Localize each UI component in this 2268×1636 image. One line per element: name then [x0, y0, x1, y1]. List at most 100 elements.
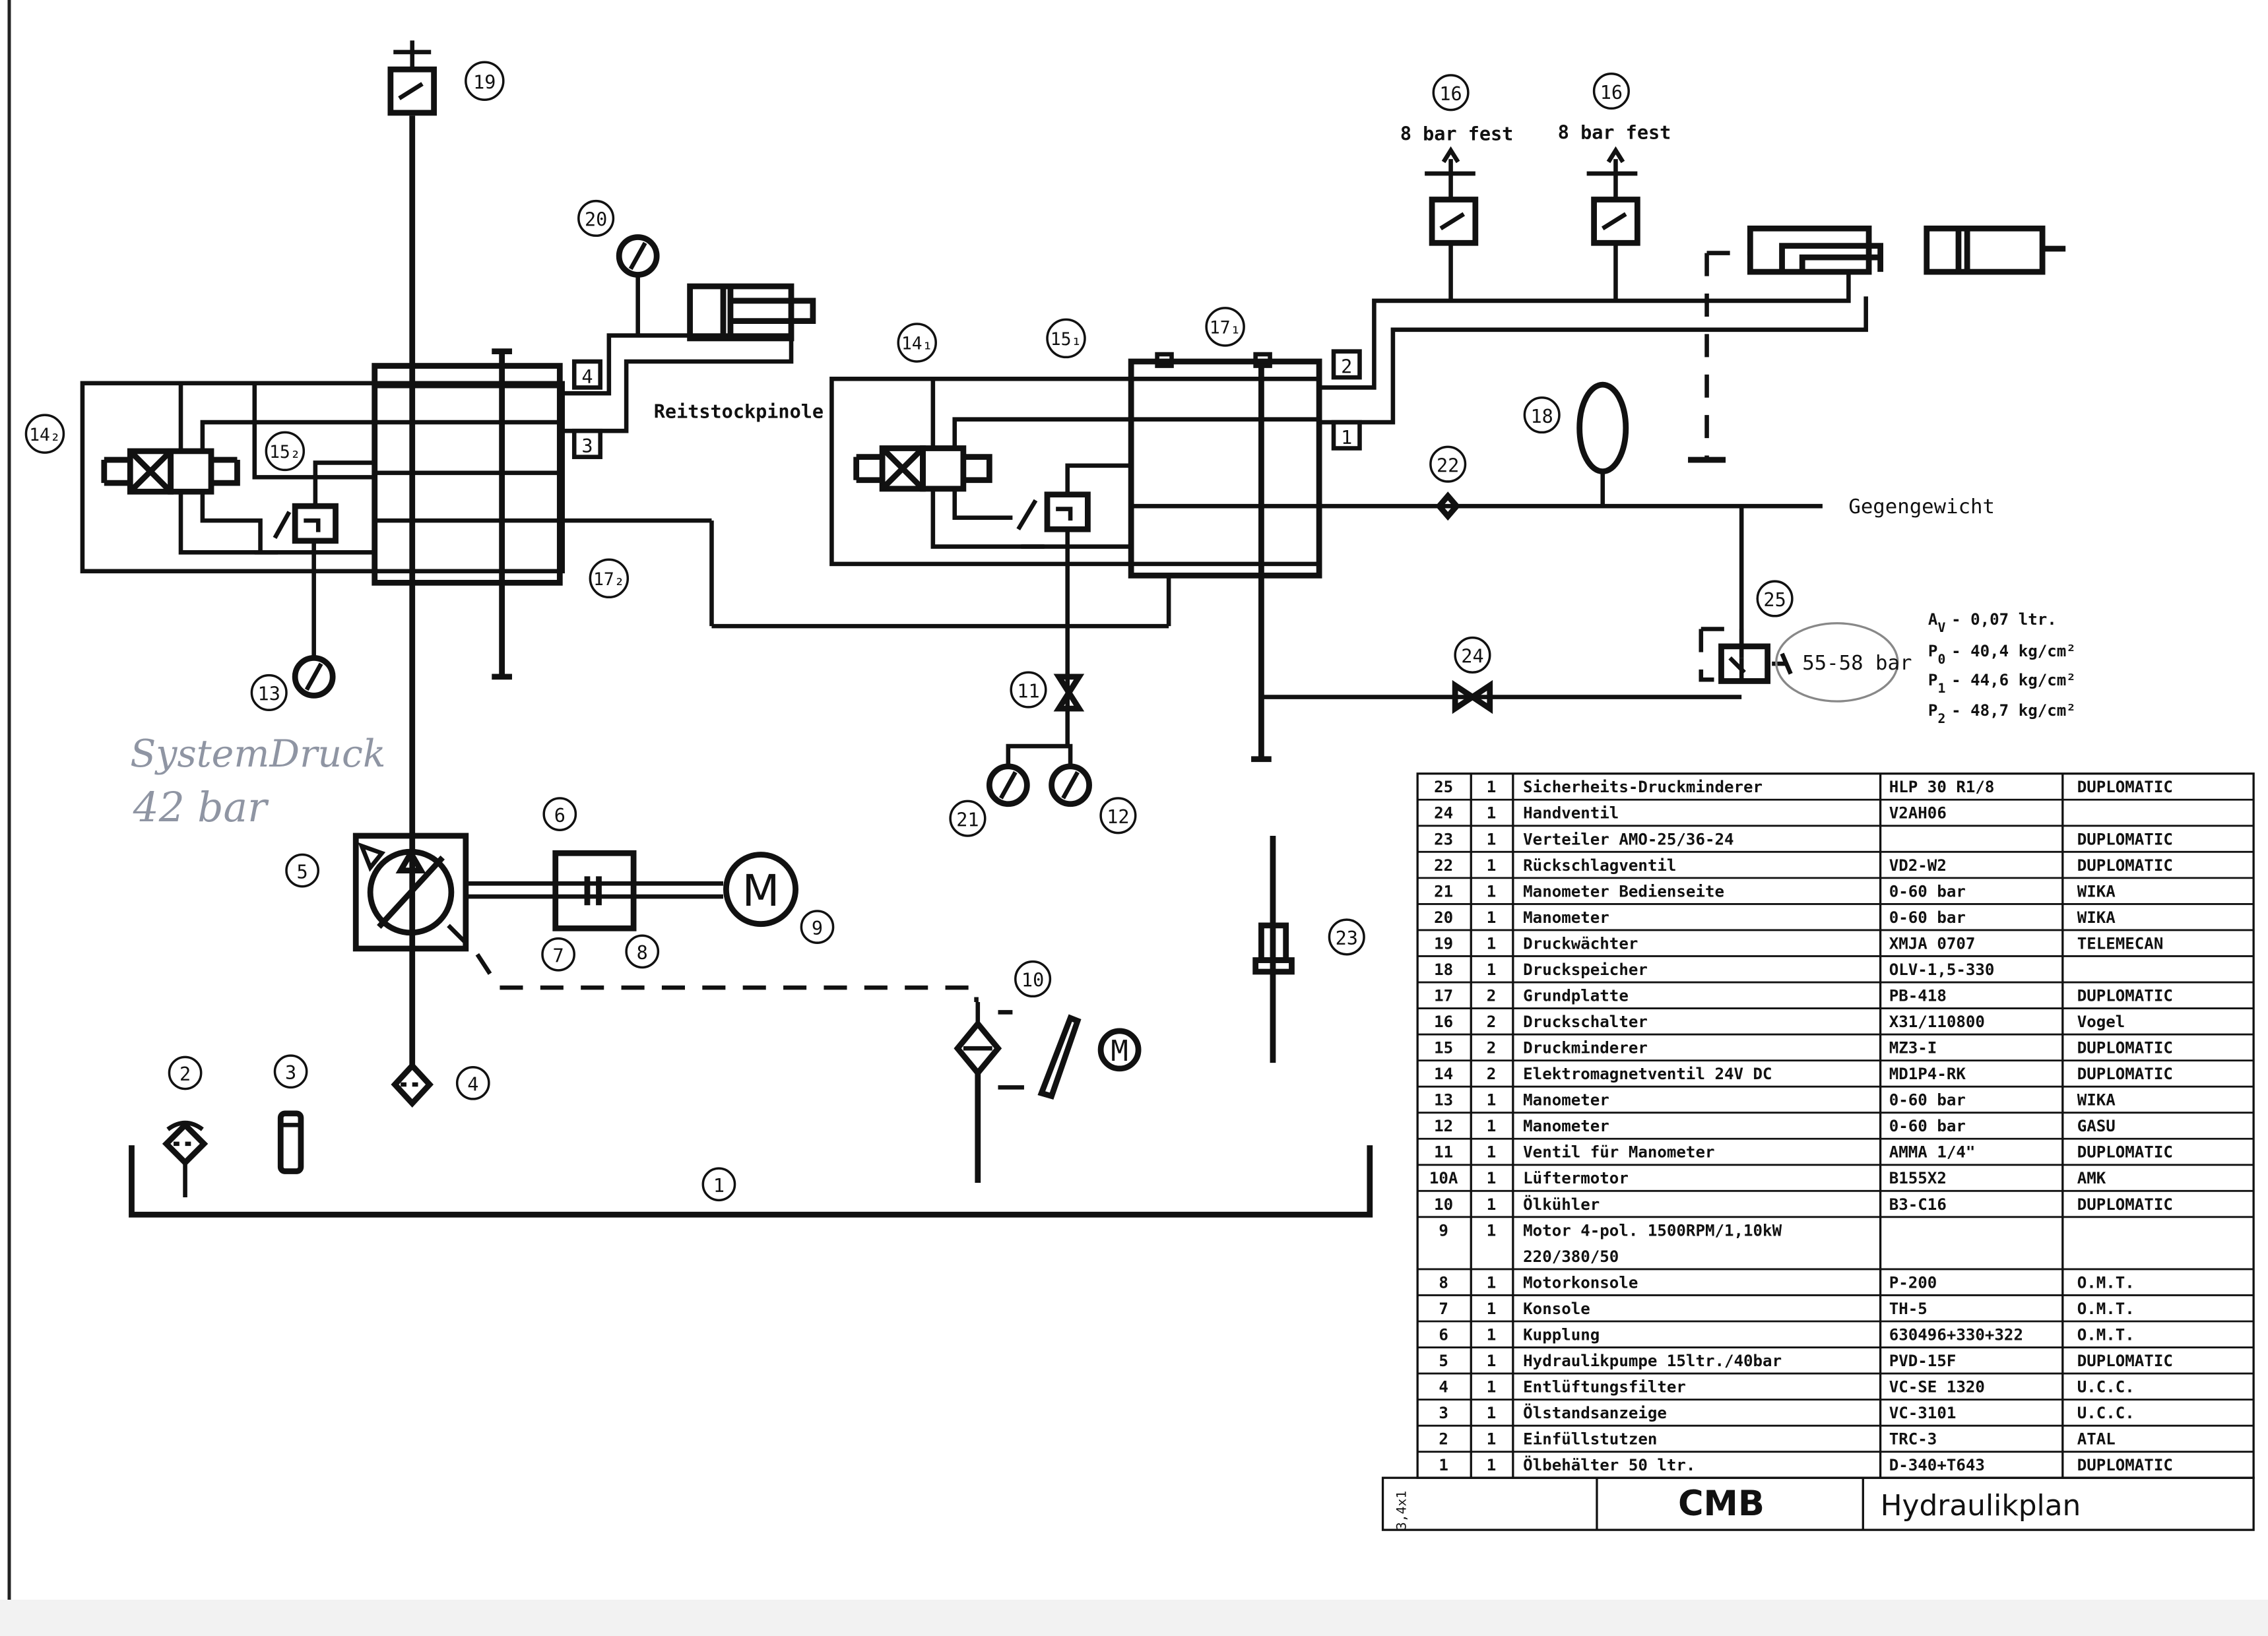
cell-qty: 1 [1487, 1195, 1497, 1214]
cell-type: HLP 30 R1/8 [1889, 778, 1995, 796]
svg-text:22: 22 [1437, 455, 1459, 476]
svg-text:25: 25 [1763, 589, 1786, 611]
cell-type: VC-3101 [1889, 1404, 1957, 1422]
callout-19: 19 [465, 61, 505, 102]
callout-17-2: 17₂ [589, 558, 630, 599]
callout-3: 3 [273, 1054, 308, 1089]
cell-pos: 10A [1429, 1169, 1458, 1187]
cell-name: Motorkonsole [1523, 1273, 1638, 1292]
cell-name: Druckspeicher [1523, 960, 1648, 979]
cell-qty: 1 [1487, 1325, 1497, 1344]
cell-name: Kupplung [1523, 1325, 1600, 1344]
port-2-label: 2 [1341, 356, 1352, 378]
cell-maker: ATAL [2077, 1430, 2116, 1449]
cell-pos: 5 [1439, 1352, 1448, 1370]
cell-type: D-340+T643 [1889, 1456, 1985, 1474]
cell-name: Ölstandsanzeige [1523, 1402, 1667, 1422]
cell-pos: 8 [1439, 1273, 1448, 1292]
label-gegengewicht: Gegengewicht [1848, 495, 1995, 519]
cell-type: 0-60 bar [1889, 1091, 1966, 1110]
accumulator-notes: AV- 0,07 ltr. P0- 40,4 kg/cm² P1- 44,6 k… [1928, 610, 2076, 726]
cell-qty: 1 [1487, 1352, 1497, 1370]
callout-5: 5 [285, 853, 319, 888]
cell-qty: 1 [1487, 882, 1497, 900]
callout-6: 6 [542, 797, 577, 831]
svg-text:2: 2 [179, 1063, 191, 1085]
fan-motor-symbol: M [1111, 1034, 1128, 1068]
callout-7: 7 [541, 937, 575, 972]
cell-type: MD1P4-RK [1889, 1065, 1966, 1083]
cell-pos: 15 [1434, 1039, 1453, 1057]
cell-type: XMJA 0707 [1889, 934, 1976, 953]
cell-qty: 1 [1487, 1221, 1497, 1240]
cell-maker: O.M.T. [2077, 1325, 2135, 1344]
svg-text:14₁: 14₁ [901, 334, 933, 354]
cell-maker: DUPLOMATIC [2077, 830, 2173, 848]
cell-type: PB-418 [1889, 986, 1947, 1005]
svg-text:16: 16 [1600, 82, 1623, 104]
cell-pos: 16 [1434, 1013, 1453, 1031]
callout-17-1: 17₁ [1205, 307, 1245, 347]
svg-text:SystemDruck: SystemDruck [130, 732, 385, 776]
cell-qty: 2 [1487, 1039, 1497, 1057]
cell-maker: GASU [2077, 1117, 2116, 1135]
cell-type: B3-C16 [1889, 1195, 1947, 1214]
cell-qty: 1 [1487, 1300, 1497, 1318]
margin-code: 3,4x1 [1394, 1491, 1409, 1530]
gauge-valve-11 [1053, 674, 1085, 712]
cell-type: P-200 [1889, 1273, 1937, 1292]
cell-type: VC-SE 1320 [1889, 1378, 1985, 1397]
cell-pos: 14 [1434, 1065, 1453, 1083]
cell-maker: DUPLOMATIC [2077, 1143, 2173, 1162]
fan-motor-10A [1097, 1028, 1142, 1072]
cell-name: Manometer [1523, 1091, 1609, 1110]
cell-maker: U.C.C. [2077, 1378, 2135, 1397]
cell-maker: AMK [2077, 1169, 2106, 1187]
svg-text:42 bar: 42 bar [133, 784, 269, 831]
cell-pos: 6 [1439, 1325, 1448, 1344]
drawing-title: Hydraulikplan [1881, 1489, 2081, 1523]
cell-qty: 1 [1487, 1404, 1497, 1422]
fill-port-2 [162, 1120, 209, 1197]
cell-qty: 1 [1487, 1117, 1497, 1135]
svg-text:P1- 44,6 kg/cm²: P1- 44,6 kg/cm² [1928, 671, 2076, 696]
cell-type: TH-5 [1889, 1300, 1928, 1318]
svg-text:5: 5 [297, 861, 308, 883]
svg-text:AV- 0,07 ltr.: AV- 0,07 ltr. [1928, 610, 2057, 635]
cell-qty: 1 [1487, 778, 1497, 796]
cell-type: VD2-W2 [1889, 856, 1947, 875]
motor-symbol: M [742, 865, 780, 916]
cell-maker: DUPLOMATIC [2077, 1039, 2173, 1057]
cell-qty: 1 [1487, 960, 1497, 979]
coupling-6 [552, 850, 637, 931]
cell-maker: U.C.C. [2077, 1404, 2135, 1422]
electric-motor-9 [723, 852, 798, 928]
svg-text:15₁: 15₁ [1051, 330, 1082, 350]
svg-text:8: 8 [637, 942, 648, 964]
cell-pos: 3 [1439, 1404, 1448, 1422]
cell-name: Lüftermotor [1523, 1169, 1629, 1187]
callout-22: 22 [1429, 445, 1467, 483]
cell-name: Verteiler AMO-25/36-24 [1523, 830, 1733, 848]
svg-text:P2- 48,7 kg/cm²: P2- 48,7 kg/cm² [1928, 701, 2076, 726]
cell-name: Konsole [1523, 1300, 1590, 1318]
callout-11: 11 [1010, 671, 1047, 708]
port-3-label: 3 [581, 435, 593, 457]
cell-pos: 22 [1434, 856, 1453, 875]
cell-name: Rückschlagventil [1523, 856, 1676, 875]
valve-group-right [829, 352, 1322, 763]
cell-pos: 13 [1434, 1091, 1453, 1110]
